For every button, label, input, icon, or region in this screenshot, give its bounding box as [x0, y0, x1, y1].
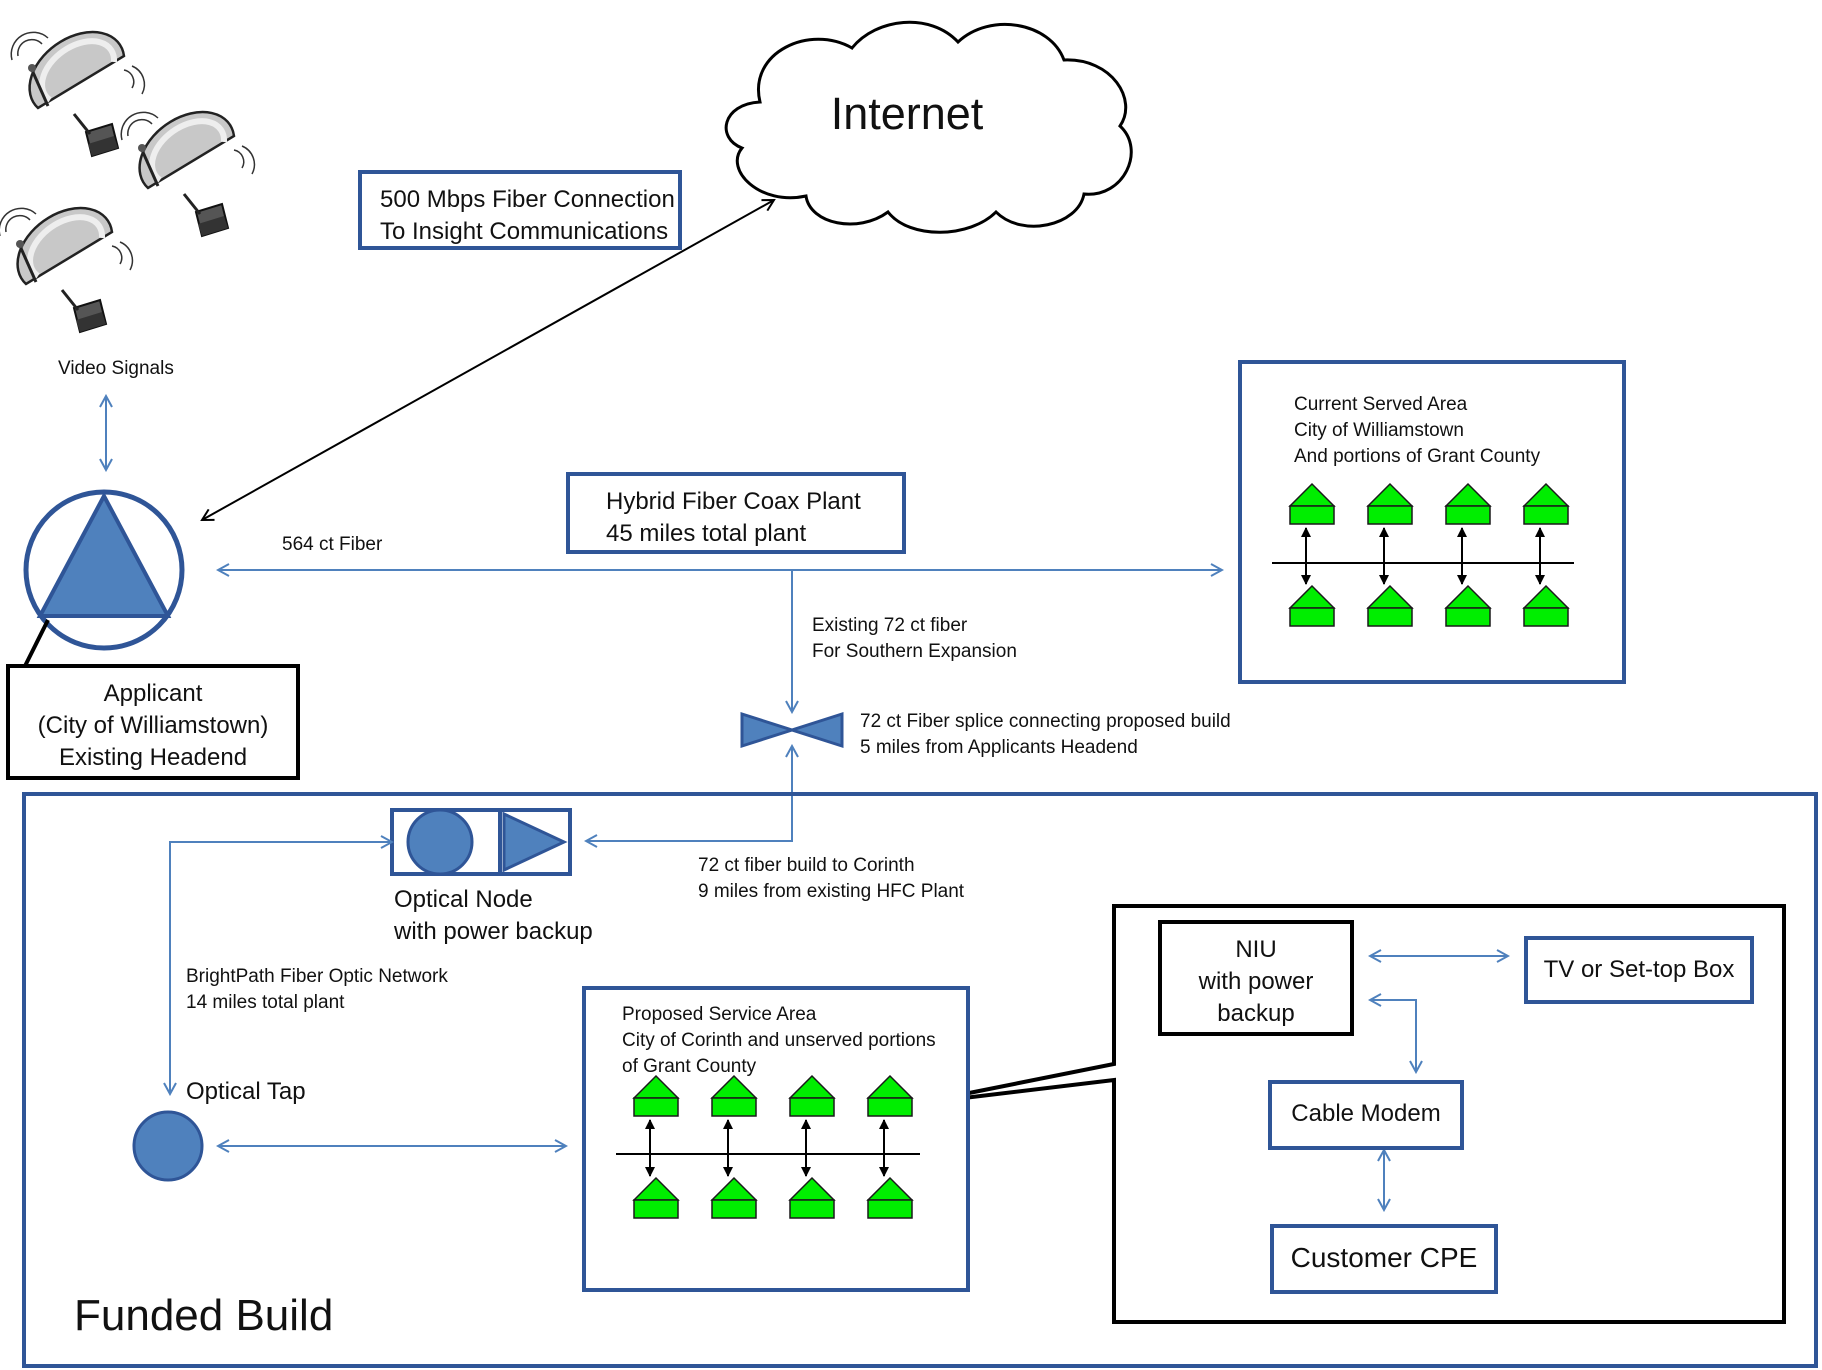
headend-triangle-icon — [36, 491, 172, 618]
headend-internet-link — [202, 200, 774, 520]
optical-node-label: Optical Node with power backup — [394, 884, 593, 948]
internet-label: Internet — [830, 88, 984, 139]
current-area-line1: Current Served Area — [1294, 394, 1468, 415]
optical-tap-label: Optical Tap — [186, 1078, 306, 1105]
internet-cloud — [724, 20, 1133, 234]
build-72-line1: 72 ct fiber build to Corinth — [698, 855, 915, 876]
video-signals-label: Video Signals — [58, 358, 174, 379]
current-area-houses — [1272, 483, 1574, 627]
brightpath-line — [170, 842, 392, 1094]
current-area-line3: And portions of Grant County — [1294, 446, 1541, 467]
brightpath-label: BrightPath Fiber Optic Network 14 miles … — [186, 964, 448, 1016]
existing-72-line2: For Southern Expansion — [812, 641, 1017, 662]
customer-cpe-box: Customer CPE — [1270, 1224, 1498, 1294]
build-72-label: 72 ct fiber build to Corinth 9 miles fro… — [698, 853, 964, 905]
headend-callout-line — [22, 619, 50, 669]
applicant-line3: Existing Headend — [58, 744, 248, 771]
niu-modem-link — [1370, 1000, 1416, 1072]
niu-line2: with power — [1198, 968, 1314, 995]
fiber-connection-line1: 500 Mbps Fiber Connection — [380, 186, 675, 213]
proposed-service-area-box: Proposed Service Area City of Corinth an… — [582, 986, 970, 1292]
tv-label: TV or Set-top Box — [1543, 956, 1735, 983]
optical-node-triangle-icon — [502, 811, 568, 873]
optical-node-circle-icon — [406, 808, 474, 876]
brightpath-line2: 14 miles total plant — [186, 992, 345, 1013]
applicant-box: Applicant (City of Williamstown) Existin… — [6, 664, 300, 780]
splice-line2: 5 miles from Applicants Headend — [860, 737, 1138, 758]
niu-line3: backup — [1217, 1000, 1295, 1027]
optical-node-line2: with power backup — [394, 918, 593, 945]
current-area-line2: City of Williamstown — [1294, 420, 1464, 441]
hfc-plant-box: Hybrid Fiber Coax Plant 45 miles total p… — [566, 472, 906, 554]
proposed-area-line1: Proposed Service Area — [622, 1004, 817, 1025]
proposed-area-line2: City of Corinth and unserved portions — [622, 1030, 936, 1051]
proposed-area-line3: of Grant County — [622, 1056, 757, 1077]
current-served-area-box: Current Served Area City of Williamstown… — [1238, 360, 1626, 684]
splice-icon — [740, 711, 797, 749]
optical-tap-icon — [132, 1110, 204, 1182]
niu-line1: NIU — [1235, 936, 1277, 963]
funded-build-frame — [22, 792, 1818, 1368]
fiber-connection-line2: To Insight Communications — [380, 218, 669, 245]
applicant-line1: Applicant — [103, 680, 203, 707]
cable-modem-box: Cable Modem — [1268, 1080, 1464, 1150]
splice-line1: 72 ct Fiber splice connecting proposed b… — [860, 711, 1231, 732]
applicant-line2: (City of Williamstown) — [37, 712, 269, 739]
existing-72-label: Existing 72 ct fiber For Southern Expans… — [812, 613, 1017, 665]
satellite-dish-icon — [0, 208, 132, 332]
existing-72-line1: Existing 72 ct fiber — [812, 615, 968, 636]
customer-cpe-label: Customer CPE — [1290, 1242, 1478, 1273]
satellite-dish-icon — [11, 32, 144, 156]
optical-node-line1: Optical Node — [394, 886, 533, 913]
hfc-plant-line1: Hybrid Fiber Coax Plant — [606, 488, 861, 515]
satellite-dish-icon — [121, 112, 254, 236]
build-72-line2: 9 miles from existing HFC Plant — [698, 881, 965, 902]
fiber-connection-box: 500 Mbps Fiber Connection To Insight Com… — [358, 170, 682, 250]
fiber-564-label: 564 ct Fiber — [282, 534, 383, 555]
cable-modem-label: Cable Modem — [1291, 1100, 1441, 1127]
splice-label: 72 ct Fiber splice connecting proposed b… — [860, 709, 1231, 761]
splice-icon-right — [787, 711, 844, 749]
hfc-plant-line2: 45 miles total plant — [606, 520, 807, 547]
funded-build-label: Funded Build — [74, 1291, 334, 1340]
tv-box: TV or Set-top Box — [1524, 936, 1754, 1004]
niu-box: NIU with power backup — [1158, 920, 1354, 1036]
brightpath-line1: BrightPath Fiber Optic Network — [186, 966, 448, 987]
build-72-line — [586, 746, 792, 841]
